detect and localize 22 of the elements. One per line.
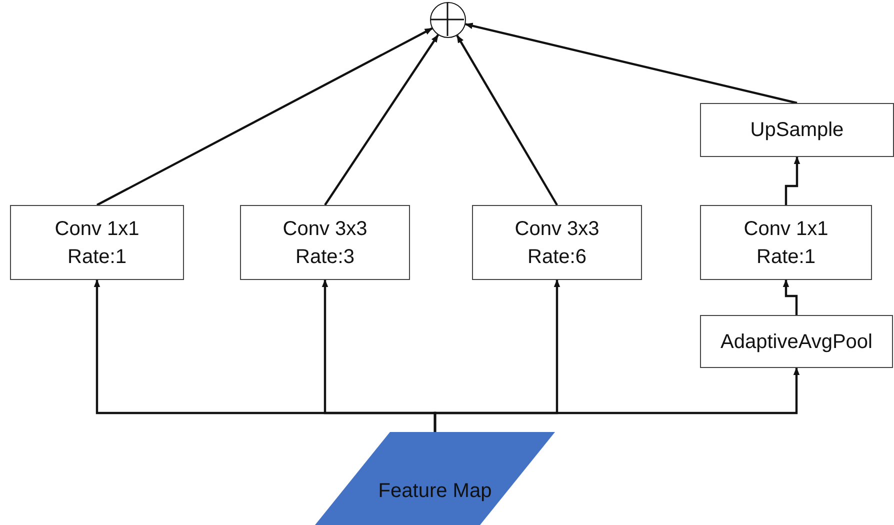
process-box bbox=[700, 103, 894, 157]
process-box bbox=[472, 205, 642, 280]
arrow bbox=[456, 34, 558, 206]
arrow bbox=[784, 156, 800, 205]
process-box bbox=[240, 205, 410, 280]
box-label: AdaptiveAvgPool bbox=[720, 330, 872, 354]
arrow bbox=[96, 27, 433, 206]
box-label: Conv 3x3 Rate:3 bbox=[282, 216, 368, 270]
input-parallelogram bbox=[315, 432, 555, 525]
arrow bbox=[782, 279, 798, 315]
box-label: Conv 1x1 Rate:1 bbox=[742, 216, 830, 270]
arrow bbox=[434, 367, 800, 432]
arrow bbox=[324, 34, 439, 206]
input-label: Feature Map bbox=[378, 479, 492, 504]
arrow bbox=[464, 22, 798, 104]
box-label: Conv 1x1 Rate:1 bbox=[54, 216, 140, 270]
sum-circle bbox=[430, 2, 466, 38]
box-label: Conv 3x3 Rate:6 bbox=[514, 216, 600, 270]
box-label: UpSample bbox=[749, 118, 845, 143]
process-box bbox=[700, 205, 872, 280]
process-box bbox=[700, 315, 893, 368]
process-box bbox=[10, 205, 184, 280]
